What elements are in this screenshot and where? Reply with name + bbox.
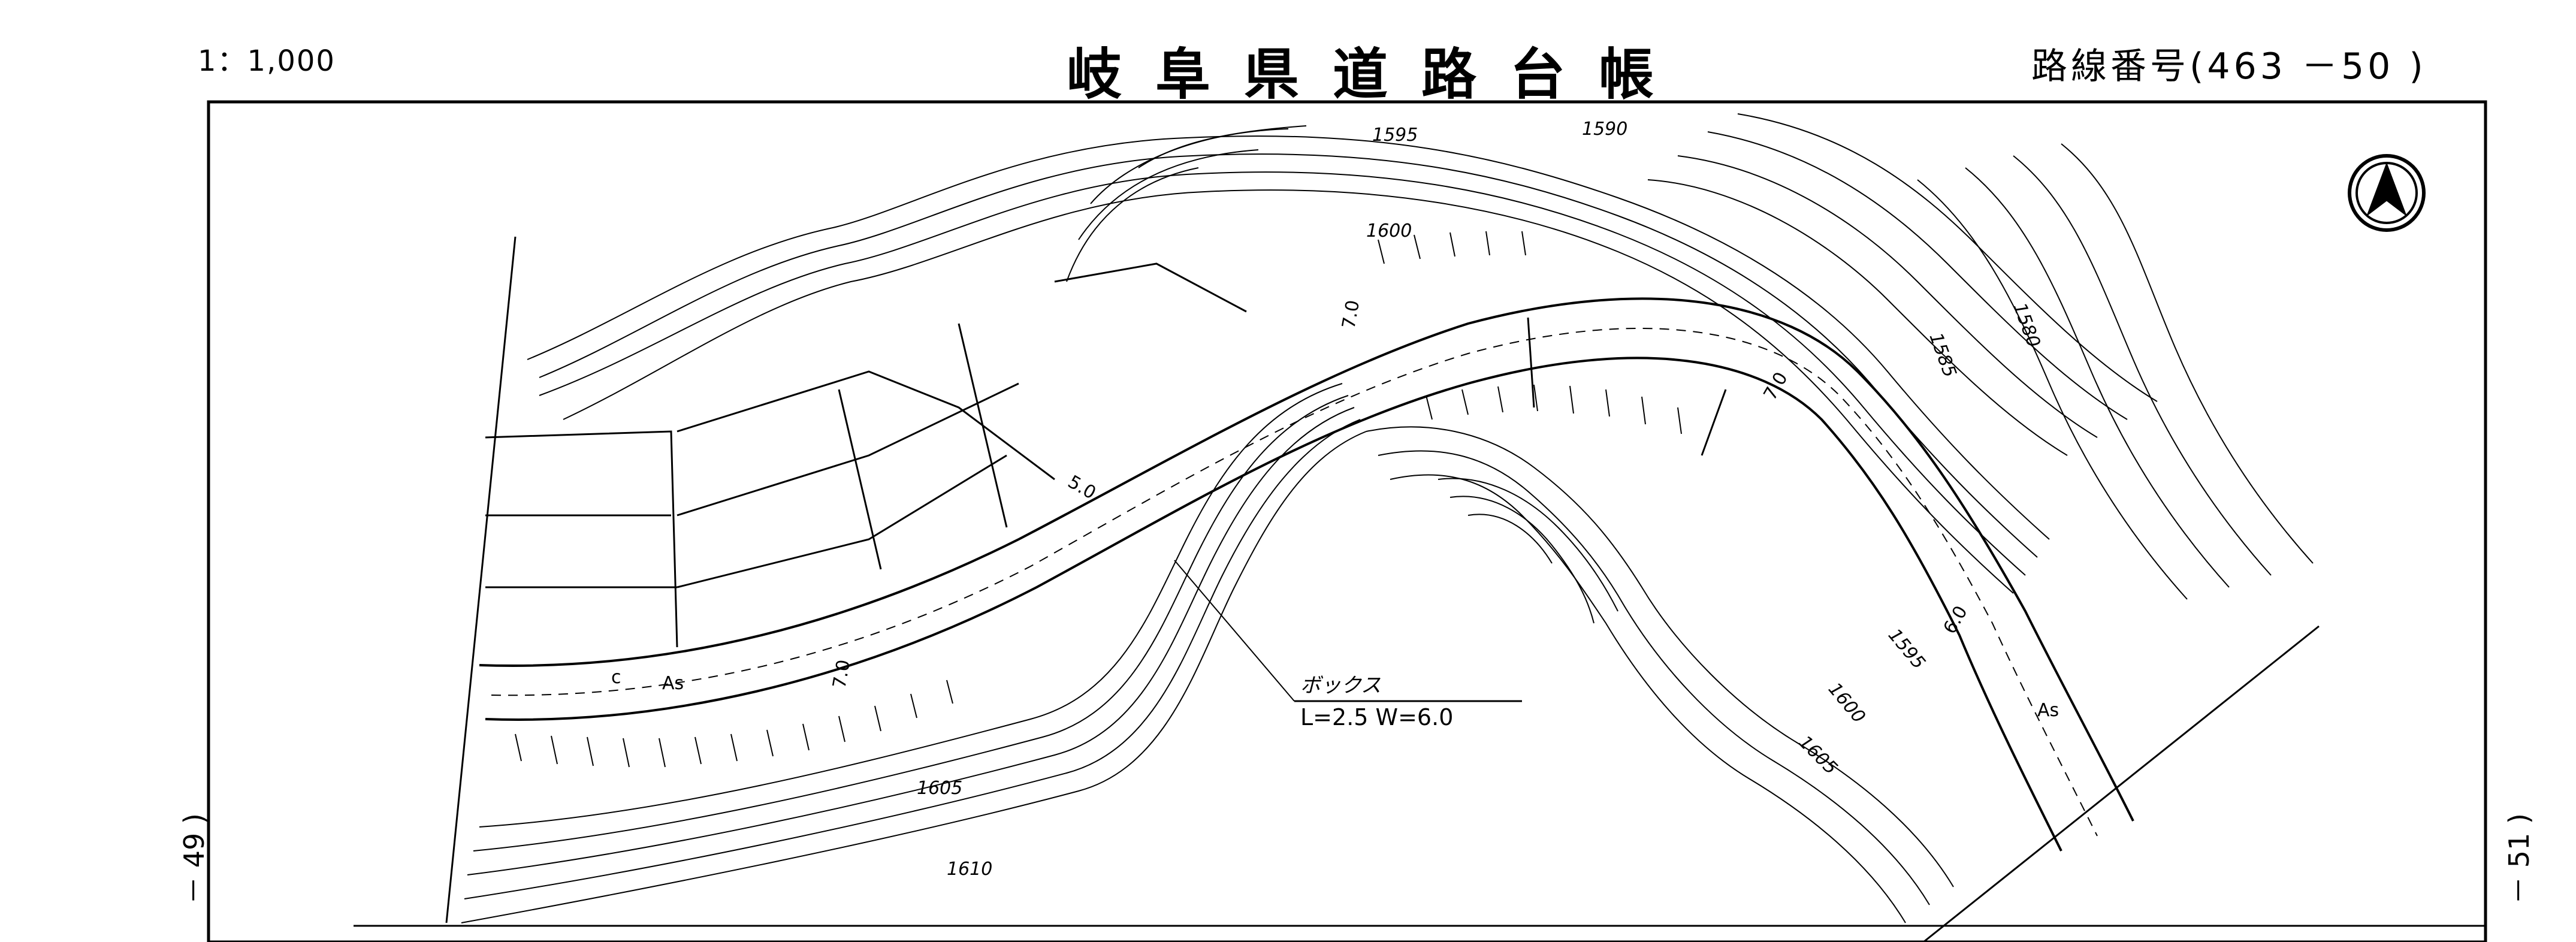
box-culvert-name: ボックス <box>1300 674 1381 698</box>
contour-label: 1595 <box>1372 125 1418 146</box>
contour-label: 1605 <box>917 778 962 799</box>
box-culvert-dims: L=2.5 W=6.0 <box>1300 704 1453 730</box>
road-width-label: 7.0 <box>1338 298 1364 330</box>
north-arrow-icon <box>2348 154 2426 232</box>
contours-lower <box>461 383 1954 923</box>
route-number: 路線番号(463 －50 ) <box>2031 46 2427 87</box>
page-title: 岐阜県道路台帳 <box>1067 43 1688 107</box>
contour-label: 1590 <box>1582 119 1627 140</box>
scale-label: 1：1,000 <box>198 44 336 78</box>
building-lots <box>485 262 1727 648</box>
contour-label: 1595 <box>1884 625 1929 674</box>
contour-label: 1580 <box>2009 300 2044 351</box>
road-surface-label: As <box>662 673 684 694</box>
contour-label: 1610 <box>947 859 992 880</box>
map-frame <box>207 100 2487 942</box>
contours-upper <box>527 113 2314 600</box>
contour-label: 1600 <box>1366 221 1412 241</box>
contour-label: 1605 <box>1794 732 1841 779</box>
road-width-label: 7.0 <box>829 658 854 690</box>
curb-label: c <box>611 667 621 688</box>
boundary-line-left <box>445 236 517 923</box>
contour-label: 1600 <box>1824 679 1870 727</box>
boundary-line-right <box>1923 625 2320 942</box>
road-surface-label: As <box>2037 700 2059 721</box>
contour-label: 1585 <box>1925 330 1960 381</box>
road-edges <box>479 297 2134 852</box>
road-width-label: 7.0 <box>1760 369 1792 404</box>
slope-hatching <box>515 231 1682 768</box>
box-culvert-callout: ボックス L=2.5 W=6.0 <box>1174 560 1522 730</box>
